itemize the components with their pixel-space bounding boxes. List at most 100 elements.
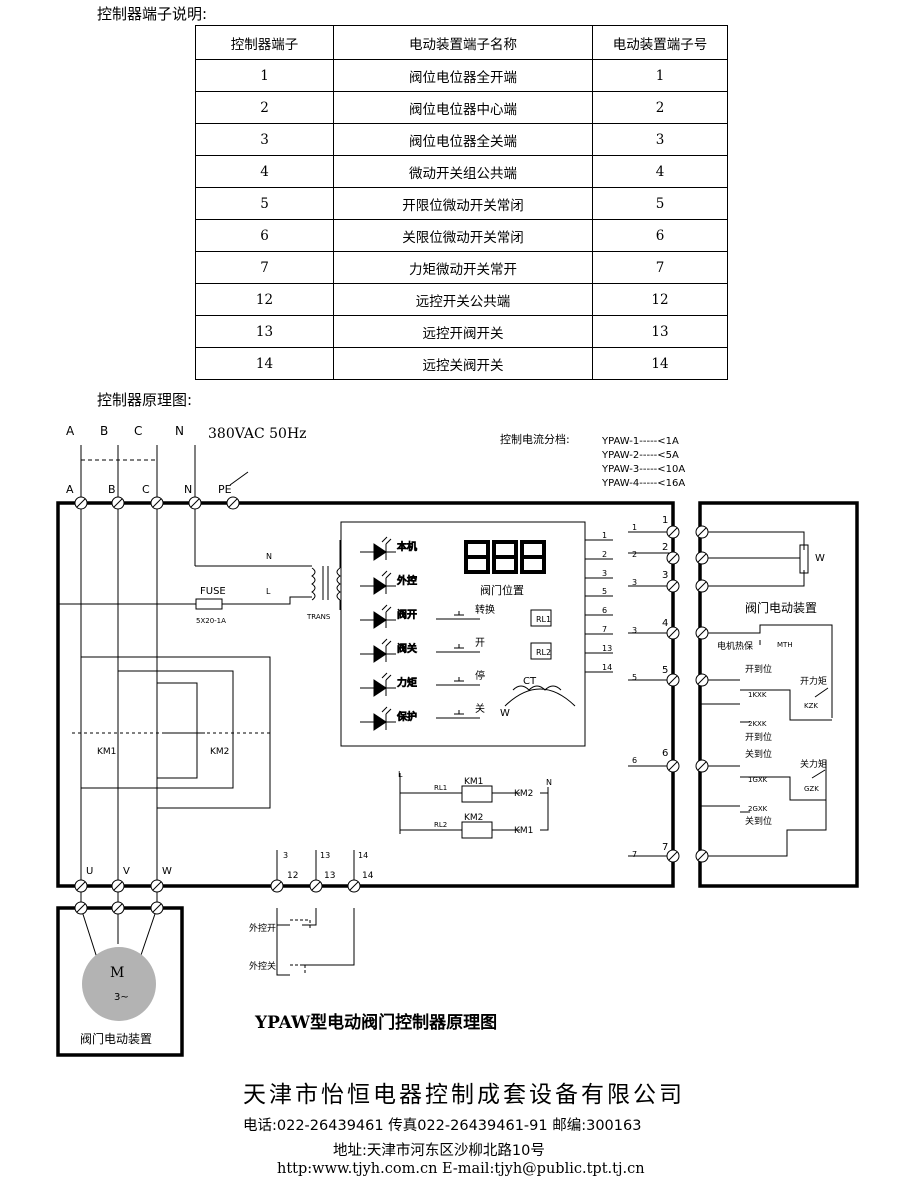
motor-term: W	[162, 866, 172, 877]
terminal-number: 1	[662, 515, 668, 526]
current-range: YPAW-1-----<1A	[601, 436, 679, 447]
terminal-screw-icon	[666, 849, 680, 863]
terminal-screw-icon	[695, 626, 709, 640]
motor-term: V	[123, 866, 130, 877]
remote-term: 12	[287, 871, 298, 881]
terminal-screw-icon	[666, 525, 680, 539]
phase-label: A	[66, 424, 75, 438]
terminal-screw-icon	[226, 496, 240, 510]
led-icon	[360, 672, 396, 697]
remote-term: 13	[324, 871, 335, 881]
pin-label: 3	[632, 626, 637, 635]
pin-label: 3	[632, 578, 637, 587]
terminal-number: 5	[662, 665, 668, 676]
terminal-number: 4	[662, 618, 668, 629]
terminal-screw-icon	[666, 551, 680, 565]
device-right-label: 阀门电动装置	[745, 600, 817, 615]
top-term-label: PE	[218, 483, 232, 496]
table-cell: 14	[195, 347, 334, 380]
terminal-number: 7	[662, 842, 668, 853]
terminal-screw-icon	[695, 525, 709, 539]
pushbutton-icon	[436, 611, 480, 620]
terminal-screw-icon	[111, 879, 125, 893]
remote-top: 13	[320, 851, 330, 860]
close-torque: 关力矩	[800, 758, 827, 770]
open-pos: 开到位	[745, 731, 772, 743]
pin-label: 1	[632, 523, 637, 532]
table-header-row: 控制器端子 电动装置端子名称 电动装置端子号	[195, 25, 728, 60]
terminal-screw-icon	[666, 579, 680, 593]
gzk: GZK	[804, 785, 819, 793]
phase-label: B	[100, 424, 108, 438]
relay-rl2	[530, 642, 552, 660]
ctrl-km2: KM2	[464, 813, 483, 823]
pin-label: 14	[602, 663, 612, 672]
address-line: 地址:天津市河东区沙柳北路10号	[333, 1143, 545, 1159]
table-cell: 阀位电位器全关端	[333, 123, 593, 156]
gxk2: 2GXK	[748, 805, 768, 813]
motor-label: M	[110, 965, 124, 981]
ctrl-km1: KM1	[464, 777, 483, 787]
table-cell: 12	[195, 283, 334, 316]
terminal-screw-icon	[309, 879, 323, 893]
terminal-screw-icon	[666, 673, 680, 687]
fuse-label: FUSE	[200, 586, 226, 597]
pin-label: 5	[632, 673, 637, 682]
table-cell: 关限位微动开关常闭	[333, 219, 593, 252]
terminal-screw-icon	[695, 551, 709, 565]
pin-label: 3	[602, 569, 607, 578]
terminal-screw-icon	[347, 879, 361, 893]
kzk: KZK	[804, 702, 818, 710]
table-cell: 远控关阀开关	[333, 347, 593, 380]
mth: MTH	[777, 641, 793, 649]
terminal-screw-icon	[150, 496, 164, 510]
ctrl-l: L	[398, 770, 403, 779]
seven-segment-display	[464, 540, 546, 574]
relay-label: RL2	[536, 648, 551, 657]
web-line: http:www.tjyh.com.cn E-mail:tjyh@public.…	[277, 1161, 645, 1177]
pin-label: 5	[602, 587, 607, 596]
pin-label: 2	[632, 550, 637, 559]
ct-label: CT	[523, 676, 537, 687]
motor-circle	[82, 947, 156, 1021]
open-torque: 开力矩	[800, 675, 827, 687]
terminal-screw-icon	[188, 496, 202, 510]
pushbutton-icon	[436, 710, 480, 719]
phase-label: N	[175, 424, 184, 438]
led-label: 阀开	[397, 608, 417, 621]
pot-label: W	[815, 553, 825, 564]
relay-rl1	[530, 609, 552, 627]
phone-line: 电话:022-26439461 传真022-26439461-91 邮编:300…	[243, 1118, 642, 1134]
ctrl-km1: KM1	[514, 826, 533, 836]
contactor-label: KM2	[210, 747, 229, 757]
top-term-label: A	[66, 483, 74, 496]
table-cell: 3	[195, 123, 334, 156]
terminal-screw-icon	[111, 901, 125, 915]
terminal-screw-icon	[150, 879, 164, 893]
pin-label: 1	[602, 531, 607, 540]
ctrl-n: N	[546, 778, 552, 787]
led-label: 保护	[397, 710, 417, 723]
terminal-number: 2	[662, 542, 668, 553]
w-label: W	[500, 708, 510, 719]
phase-label: C	[134, 424, 142, 438]
motor-sub: 3~	[114, 992, 129, 1003]
table-cell: 13	[592, 315, 728, 348]
terminal-screw-icon	[74, 879, 88, 893]
terminal-screw-icon	[695, 673, 709, 687]
table-header: 电动装置端子号	[592, 25, 728, 60]
mth-label: 电机热保	[717, 640, 753, 652]
button-label: 转换	[475, 603, 495, 616]
remote-top: 3	[283, 851, 288, 860]
display-label: 阀门位置	[480, 583, 524, 597]
led-label: 外控	[397, 574, 417, 587]
pin-label: 2	[602, 550, 607, 559]
